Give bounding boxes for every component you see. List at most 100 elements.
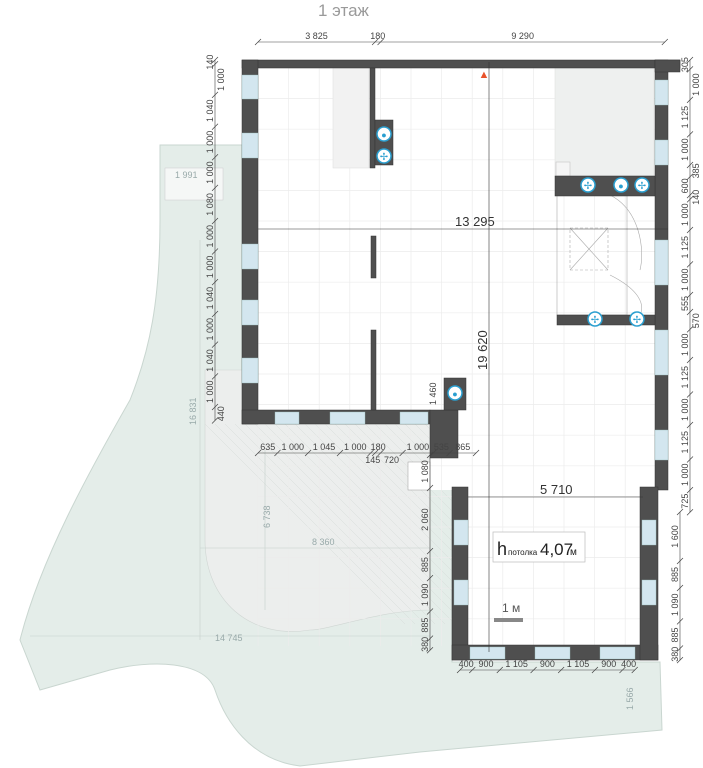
svg-text:▲: ▲ bbox=[479, 69, 490, 81]
dimension-tick bbox=[336, 449, 344, 457]
dimension-label: 140 bbox=[205, 55, 215, 70]
dimension-tick bbox=[211, 61, 219, 68]
dimension-label: 1 080 bbox=[205, 193, 215, 216]
dimension-tick bbox=[661, 38, 669, 46]
ceiling-height-label: h потолка 4,07 м bbox=[492, 531, 586, 563]
dimension-tick bbox=[399, 449, 406, 457]
dimension-tick bbox=[686, 261, 694, 268]
dimension-tick bbox=[211, 278, 219, 286]
dimension-tick bbox=[676, 584, 684, 592]
dimension-label: 725 bbox=[680, 494, 690, 509]
floor-grid bbox=[257, 67, 655, 646]
dimension-label: 385 bbox=[691, 163, 701, 178]
dimension-label: 1 000 bbox=[216, 68, 226, 91]
dimension-tick bbox=[591, 666, 599, 674]
dimension-tick bbox=[211, 154, 219, 161]
dimension-tick bbox=[676, 645, 684, 652]
dimension-tick bbox=[211, 417, 219, 424]
svg-text:1 м: 1 м bbox=[502, 601, 520, 615]
overall-width-label: 13 295 bbox=[455, 214, 495, 229]
dimension-label: 1 040 bbox=[205, 100, 215, 123]
dimension-label: 1 040 bbox=[205, 349, 215, 372]
dimension-tick bbox=[686, 56, 694, 64]
dimension-tick bbox=[686, 161, 694, 169]
dimension-label: 1 000 bbox=[205, 318, 215, 341]
dimension-label: 600 bbox=[680, 178, 690, 193]
svg-text:✢: ✢ bbox=[380, 152, 388, 163]
dimension-tick bbox=[686, 509, 694, 516]
dimension-label: 1 000 bbox=[407, 442, 430, 452]
water-drop-icon: ● bbox=[447, 385, 463, 401]
dimension-label: 900 bbox=[478, 659, 493, 669]
dimension-label: 305 bbox=[680, 57, 690, 72]
dimension-label: 1 000 bbox=[680, 138, 690, 161]
garden-dimension: 1 566 bbox=[625, 687, 635, 710]
window bbox=[654, 139, 669, 166]
fan-icon: ✢ bbox=[376, 148, 392, 164]
dimension-tick bbox=[686, 356, 694, 364]
window bbox=[534, 646, 571, 660]
dimension-tick bbox=[426, 484, 434, 492]
scale-bar: 1 м bbox=[494, 601, 523, 622]
dimension-label: 885 bbox=[670, 567, 680, 582]
water-drop-icon: ● bbox=[376, 126, 392, 142]
dimension-tick bbox=[211, 248, 219, 255]
dimension-tick bbox=[211, 403, 219, 411]
window bbox=[329, 411, 366, 425]
dimension-tick bbox=[429, 449, 437, 457]
window bbox=[241, 299, 259, 326]
dimension-tick bbox=[211, 91, 219, 99]
dimension-label: 9 290 bbox=[511, 31, 534, 41]
window bbox=[241, 74, 259, 100]
window bbox=[241, 132, 259, 159]
dimension-label: 145 bbox=[365, 455, 380, 465]
dimension-tick bbox=[367, 449, 374, 457]
dimension-tick bbox=[274, 449, 281, 457]
dimension-label: 1 000 bbox=[205, 256, 215, 279]
dimension-tick bbox=[619, 666, 626, 674]
dimension-tick bbox=[631, 666, 638, 674]
dimension-tick bbox=[211, 184, 219, 192]
dimension-tick bbox=[211, 217, 219, 225]
dimension-tick bbox=[676, 656, 684, 664]
dimension-tick bbox=[468, 666, 476, 674]
dimension-label: 1 000 bbox=[680, 398, 690, 421]
niche-dimension: 1 460 bbox=[428, 382, 438, 405]
window bbox=[654, 79, 669, 106]
dimension-label: 180 bbox=[370, 31, 385, 41]
dimension-label: 380 bbox=[670, 647, 680, 662]
dimension-tick bbox=[686, 391, 694, 398]
svg-text:4,07: 4,07 bbox=[540, 540, 573, 559]
dimension-tick bbox=[686, 191, 694, 199]
dimension-label: 1 000 bbox=[680, 464, 690, 487]
floor-title: 1 этаж bbox=[318, 1, 370, 20]
dimension-tick bbox=[211, 341, 219, 348]
dimension-label: 885 bbox=[420, 618, 430, 633]
dimension-label: 1 600 bbox=[670, 525, 680, 548]
dimension-label: 400 bbox=[459, 659, 474, 669]
window bbox=[399, 411, 429, 425]
svg-text:●: ● bbox=[381, 130, 386, 140]
window bbox=[453, 519, 469, 546]
dimension-tick bbox=[426, 635, 434, 642]
windows bbox=[241, 74, 669, 660]
dimension-tick bbox=[211, 373, 219, 380]
svg-text:потолка: потолка bbox=[508, 548, 538, 557]
tile-area bbox=[332, 67, 370, 169]
window bbox=[654, 239, 669, 286]
annex-floor bbox=[468, 490, 643, 646]
dimension-tick bbox=[446, 449, 453, 457]
svg-text:✢: ✢ bbox=[584, 181, 592, 192]
dimension-label: 1 040 bbox=[205, 287, 215, 310]
svg-text:h: h bbox=[497, 539, 507, 559]
dimension-tick bbox=[371, 38, 379, 46]
dimension-tick bbox=[211, 310, 219, 318]
dimension-tick bbox=[254, 38, 262, 46]
tile-area-right bbox=[554, 67, 655, 177]
dimension-tick bbox=[426, 451, 434, 459]
dimension-label: 885 bbox=[420, 557, 430, 572]
dimension-label: 1 000 bbox=[691, 73, 701, 96]
dimension-tick bbox=[686, 291, 694, 299]
dimension-tick bbox=[686, 196, 694, 203]
dimension-label: 1 105 bbox=[567, 659, 590, 669]
